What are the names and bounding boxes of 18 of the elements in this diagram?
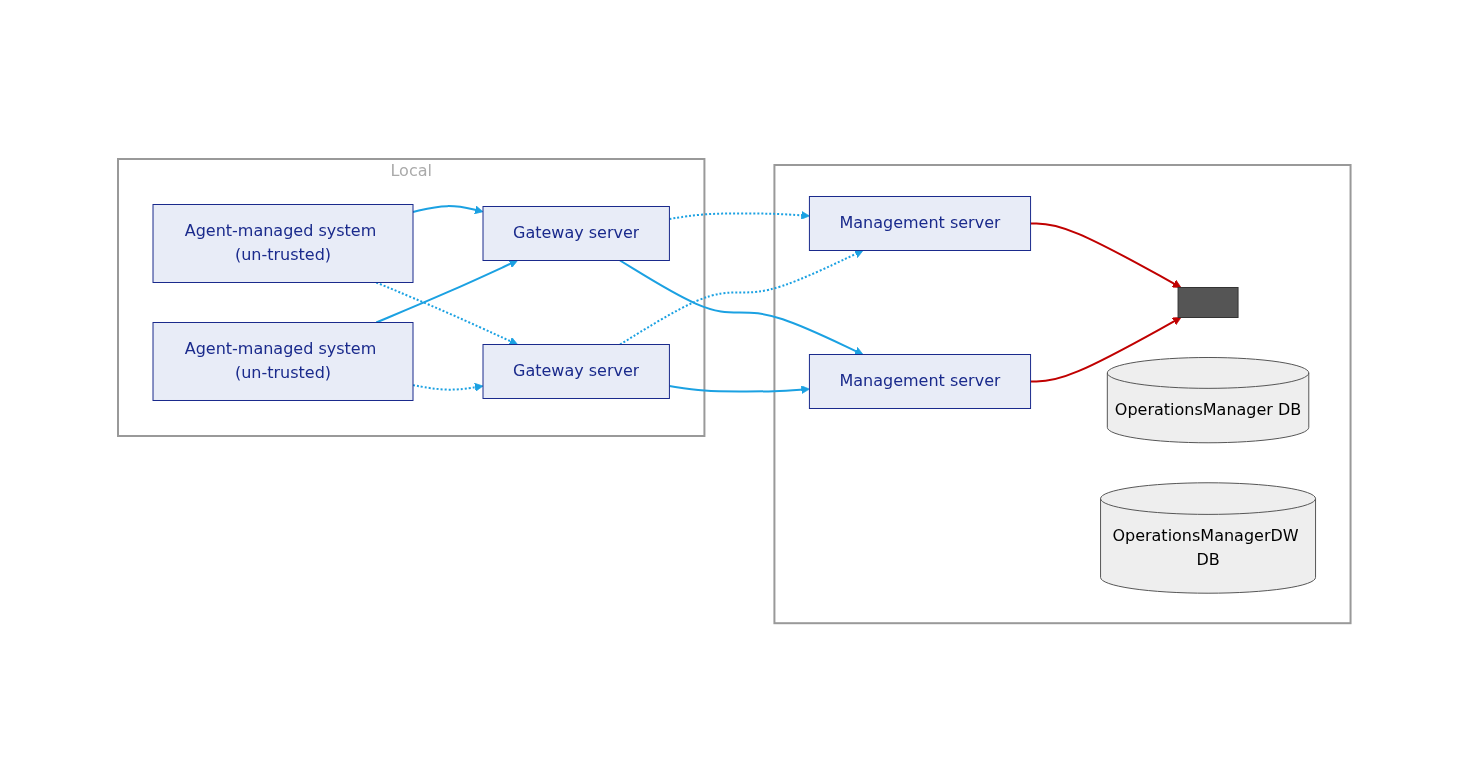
arrow (411, 383, 484, 392)
node-box: Management server (808, 354, 1031, 410)
node-box: Management server (808, 196, 1031, 252)
arrow (1029, 317, 1182, 383)
arrow (375, 260, 518, 324)
node-box (1177, 287, 1239, 319)
arrow (618, 259, 864, 356)
arrow (411, 205, 484, 215)
arrow (618, 250, 864, 346)
cluster (773, 164, 1352, 625)
node-box: Agent-managed system (un-trusted) (152, 322, 414, 402)
node-box: Agent-managed system (un-trusted) (152, 204, 414, 284)
node-box: Gateway server (482, 344, 670, 400)
arrow (375, 281, 518, 346)
arrow (1029, 222, 1182, 289)
arrow (668, 211, 810, 221)
arrow (668, 385, 810, 395)
node-box: Gateway server (482, 206, 670, 262)
